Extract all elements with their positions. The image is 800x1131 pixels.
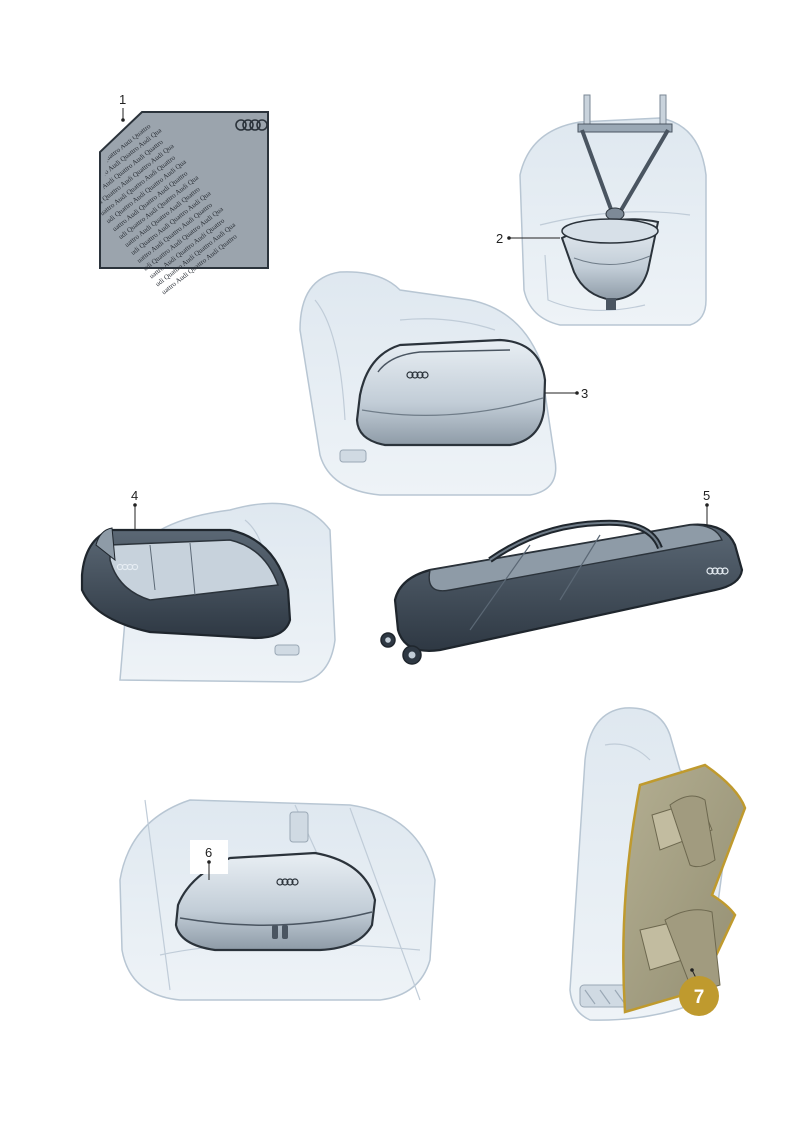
audi-rings-logo [235, 119, 268, 131]
svg-text:6: 6 [205, 845, 212, 860]
floor-mat-illustration: Quattro Audi Quattro Audi Quattro Audi Q… [75, 111, 269, 298]
callout-6: 6 [205, 845, 212, 880]
svg-text:7: 7 [694, 987, 705, 1008]
callout-7-badge: 7 [679, 968, 719, 1016]
seat-organizer-illustration [569, 707, 747, 1021]
headrest-bag-illustration [519, 94, 707, 326]
callout-2: 2 [496, 231, 560, 246]
seat-bag-light-illustration [299, 271, 557, 496]
svg-text:3: 3 [581, 386, 588, 401]
callout-4: 4 [131, 488, 138, 530]
svg-text:5: 5 [703, 488, 710, 503]
ski-bag-illustration [380, 519, 744, 665]
callout-5: 5 [703, 488, 710, 526]
svg-text:1: 1 [119, 92, 126, 107]
callout-3: 3 [545, 386, 588, 401]
callout-1: 1 [119, 92, 126, 122]
seat-bag-large-illustration [80, 502, 336, 683]
armrest-bag-illustration [119, 799, 436, 1001]
svg-text:4: 4 [131, 488, 138, 503]
svg-text:2: 2 [496, 231, 503, 246]
